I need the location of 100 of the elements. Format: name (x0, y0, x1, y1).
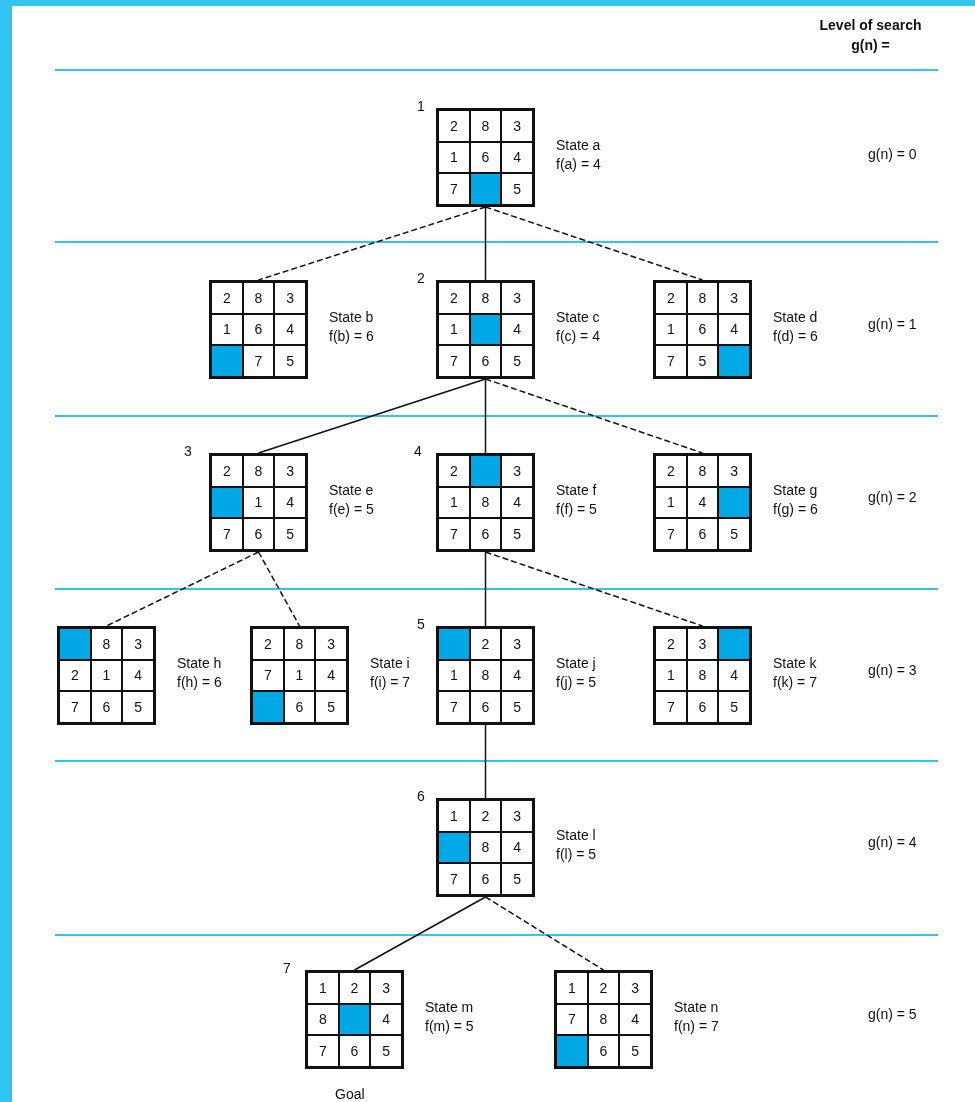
number-tile: 6 (686, 313, 719, 346)
number-tile: 5 (501, 863, 533, 895)
number-tile: 4 (619, 1003, 651, 1036)
number-tile: 5 (274, 518, 306, 550)
puzzle-grid (554, 970, 653, 1069)
number-tile: 3 (274, 455, 306, 487)
puzzle-grid (653, 280, 752, 379)
number-tile: 8 (242, 455, 275, 487)
number-tile: 3 (718, 282, 750, 314)
number-tile: 2 (211, 455, 243, 487)
number-tile: 1 (438, 141, 470, 174)
state-name: State b (329, 309, 374, 325)
number-tile: 6 (242, 518, 275, 550)
number-tile: 5 (501, 691, 533, 723)
number-tile: 6 (469, 691, 502, 723)
state-name: State k (773, 655, 817, 671)
number-tile: 4 (501, 486, 533, 519)
number-tile: 1 (283, 659, 316, 692)
level-label: g(n) = 5 (868, 1006, 917, 1022)
puzzle-grid (436, 626, 535, 725)
number-tile: 4 (501, 313, 533, 346)
number-tile: 2 (338, 972, 371, 1004)
number-tile: 2 (438, 282, 470, 314)
number-tile: 4 (718, 313, 750, 346)
goal-label: Goal (335, 1086, 365, 1102)
state-name: State j (556, 655, 596, 671)
heuristic-value: f(d) = 6 (773, 328, 818, 344)
puzzle-grid (436, 453, 535, 552)
tree-edge (484, 724, 487, 799)
number-tile: 8 (469, 831, 502, 864)
tree-edge (484, 896, 605, 971)
state-name: State f (556, 482, 597, 498)
state-name: State m (425, 999, 474, 1015)
number-tile: 6 (686, 518, 719, 550)
tree-edge (484, 551, 487, 627)
number-tile: 8 (587, 1003, 620, 1036)
tree-edge (257, 206, 487, 281)
number-tile: 2 (655, 282, 687, 314)
number-tile: 2 (211, 282, 243, 314)
number-tile: 5 (718, 518, 750, 550)
tree-edge (257, 378, 487, 454)
number-tile: 8 (242, 282, 275, 314)
heuristic-value: f(k) = 7 (773, 674, 817, 690)
number-tile: 8 (469, 282, 502, 314)
number-tile: 3 (501, 800, 533, 832)
number-tile: 4 (122, 659, 154, 692)
number-tile: 8 (686, 282, 719, 314)
number-tile: 5 (122, 691, 154, 723)
number-tile: 2 (252, 628, 284, 660)
number-tile: 4 (501, 831, 533, 864)
number-tile: 2 (469, 628, 502, 660)
state-name: State d (773, 309, 818, 325)
number-tile: 7 (307, 1035, 339, 1067)
heuristic-value: f(c) = 4 (556, 328, 600, 344)
number-tile: 7 (242, 345, 275, 377)
state-name: State c (556, 309, 600, 325)
number-tile: 5 (718, 691, 750, 723)
number-tile: 1 (307, 972, 339, 1004)
state-name: State i (370, 655, 410, 671)
number-tile: 5 (315, 691, 347, 723)
number-tile: 2 (438, 455, 470, 487)
number-tile: 6 (338, 1035, 371, 1067)
number-tile: 3 (501, 455, 533, 487)
number-tile: 4 (370, 1003, 402, 1036)
heuristic-value: f(e) = 5 (329, 501, 374, 517)
puzzle-grid (305, 970, 404, 1069)
number-tile: 5 (370, 1035, 402, 1067)
number-tile: 2 (438, 110, 470, 142)
number-tile: 8 (469, 486, 502, 519)
heuristic-value: f(i) = 7 (370, 674, 411, 690)
level-label: g(n) = 2 (868, 489, 917, 505)
heuristic-value: f(g) = 6 (773, 501, 818, 517)
number-tile: 1 (655, 486, 687, 519)
number-tile: 8 (307, 1003, 339, 1036)
number-tile: 5 (686, 345, 719, 377)
number-tile: 3 (315, 628, 347, 660)
number-tile: 8 (469, 110, 502, 142)
tree-edge (484, 206, 704, 281)
number-tile: 6 (686, 691, 719, 723)
number-tile: 4 (501, 141, 533, 174)
number-tile: 8 (686, 455, 719, 487)
number-tile: 3 (370, 972, 402, 1004)
puzzle-grid (57, 626, 156, 725)
number-tile: 6 (469, 345, 502, 377)
tree-edge (484, 378, 704, 454)
number-tile: 7 (655, 345, 687, 377)
number-tile: 6 (469, 518, 502, 550)
number-tile: 1 (438, 659, 470, 692)
heuristic-value: f(h) = 6 (177, 674, 222, 690)
step-number: 3 (184, 443, 192, 459)
column-heading: Level of search g(n) = (818, 16, 923, 55)
puzzle-grid (653, 626, 752, 725)
step-number: 5 (417, 616, 425, 632)
number-tile: 1 (242, 486, 275, 519)
number-tile: 7 (59, 691, 91, 723)
number-tile: 7 (438, 345, 470, 377)
number-tile: 4 (718, 659, 750, 692)
number-tile: 3 (274, 282, 306, 314)
tree-edge (257, 551, 301, 627)
number-tile: 6 (587, 1035, 620, 1067)
